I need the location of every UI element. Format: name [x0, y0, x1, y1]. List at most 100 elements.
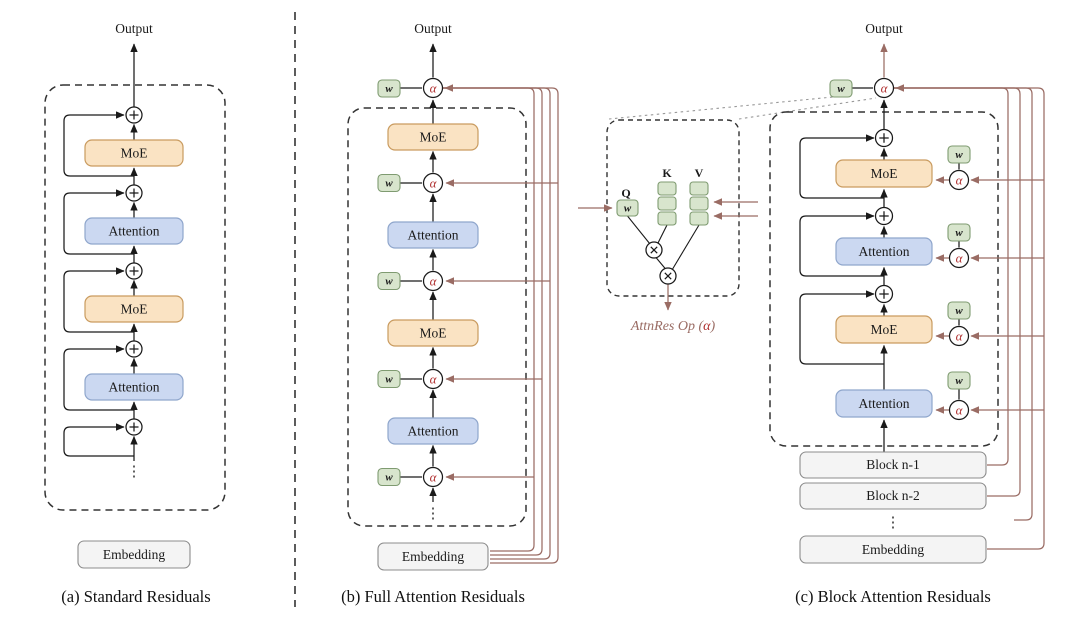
alpha-node: α	[422, 270, 444, 292]
moe-block: MoE	[835, 315, 933, 344]
panel-a-dashed-container	[44, 84, 226, 511]
moe-block-label: MoE	[871, 322, 898, 337]
op-caption-alpha: α	[703, 319, 711, 334]
panel-a-output-label: Output	[115, 21, 153, 36]
w-scale-label: w	[624, 203, 632, 215]
w-scale-label: w	[385, 276, 393, 288]
w-scale-box: w	[947, 301, 971, 320]
attention-block: Attention	[387, 417, 479, 445]
block-n1-label: Block n-1	[866, 457, 920, 472]
panel-c-skip-connections	[799, 134, 884, 365]
w-scale-label: w	[385, 472, 393, 484]
attention-block: Attention	[387, 221, 479, 249]
alpha-label: α	[430, 372, 438, 387]
w-scale-box: w	[377, 173, 401, 193]
w-scale-box: w	[377, 467, 401, 487]
attention-block-label: Attention	[408, 424, 459, 439]
panel-b-caption: (b) Full Attention Residuals	[341, 587, 525, 606]
attention-block: Attention	[835, 389, 933, 418]
block-n2: Block n-2	[799, 482, 987, 510]
moe-block: MoE	[84, 139, 184, 167]
alpha-label: α	[430, 81, 438, 96]
attnres-op-input-arrows	[578, 198, 758, 311]
add-icon	[125, 262, 143, 280]
embedding-label: Embedding	[402, 549, 464, 564]
query-label: Q	[621, 186, 630, 200]
multiply-icon	[659, 267, 677, 285]
add-icon	[874, 284, 894, 304]
w-scale-box: w	[947, 145, 971, 164]
op-caption-prefix: AttnRes Op (	[630, 319, 705, 334]
attention-block: Attention	[84, 373, 184, 401]
panel-b-spine-connectors	[400, 43, 437, 502]
w-scale-box: w	[377, 369, 401, 389]
moe-block: MoE	[835, 159, 933, 188]
alpha-node: α	[422, 172, 444, 194]
add-icon	[125, 340, 143, 358]
attnres-op-detail: Q w K V AttnRes Op (α)	[578, 95, 877, 334]
alpha-label: α	[881, 81, 889, 96]
alpha-node: α	[948, 169, 970, 191]
panel-a-add-nodes	[125, 106, 143, 436]
alpha-label: α	[430, 470, 438, 485]
panel-c-caption: (c) Block Attention Residuals	[795, 587, 991, 606]
w-scale-box: w	[947, 371, 971, 390]
value-label: V	[695, 166, 704, 180]
embedding-label: Embedding	[103, 547, 165, 562]
moe-block-label: MoE	[871, 166, 898, 181]
attnres-op-wires	[627, 215, 700, 271]
op-caption-suffix: )	[710, 319, 716, 334]
w-scale-label: w	[955, 305, 963, 317]
w-scale-label: w	[955, 227, 963, 239]
panel-a-skip-connections	[63, 111, 134, 457]
moe-block-label: MoE	[420, 326, 447, 341]
add-icon	[125, 418, 143, 436]
zoom-callout-lines	[608, 95, 877, 120]
value-stack	[689, 181, 709, 226]
add-icon	[874, 206, 894, 226]
panel-c-attention-residual-lines	[880, 43, 1045, 550]
embedding-block: Embedding	[799, 535, 987, 564]
alpha-node: α	[422, 466, 444, 488]
attention-block-label: Attention	[859, 396, 910, 411]
add-icon	[125, 184, 143, 202]
w-scale-box: w	[377, 271, 401, 291]
attention-block-label: Attention	[859, 244, 910, 259]
attention-block-label: Attention	[109, 380, 160, 395]
moe-block: MoE	[387, 123, 479, 151]
moe-block-label: MoE	[121, 302, 148, 317]
panel-b-attention-residual-lines	[442, 84, 559, 564]
attnres-op-caption: AttnRes Op (α)	[630, 319, 716, 334]
attention-block: Attention	[84, 217, 184, 245]
alpha-node: α	[948, 399, 970, 421]
alpha-label: α	[956, 251, 964, 266]
add-icon	[874, 128, 894, 148]
alpha-label: α	[430, 176, 438, 191]
attention-block-label: Attention	[109, 224, 160, 239]
alpha-node: α	[422, 368, 444, 390]
alpha-node: α	[873, 77, 895, 99]
panel-b: Output	[341, 21, 559, 606]
moe-block-label: MoE	[121, 146, 148, 161]
w-scale-box: w	[829, 79, 853, 98]
alpha-node: α	[422, 77, 444, 99]
w-scale-label: w	[837, 83, 845, 95]
alpha-label: α	[956, 329, 964, 344]
ellipsis: ⋮	[127, 463, 142, 480]
ellipsis: ⋮	[426, 505, 441, 522]
w-scale-label: w	[385, 178, 393, 190]
moe-block: MoE	[84, 295, 184, 323]
w-scale-label: w	[955, 149, 963, 161]
embedding-block: Embedding	[377, 542, 489, 571]
panel-c: Output	[769, 21, 1045, 606]
moe-block-label: MoE	[420, 130, 447, 145]
attnres-op-box	[606, 119, 740, 297]
key-stack	[657, 181, 677, 226]
panel-a: Output	[44, 21, 226, 606]
w-scale-label: w	[385, 83, 393, 95]
embedding-block: Embedding	[77, 540, 191, 569]
panel-c-output-label: Output	[865, 21, 903, 36]
w-scale-box: w	[377, 79, 401, 98]
attention-block: Attention	[835, 237, 933, 266]
